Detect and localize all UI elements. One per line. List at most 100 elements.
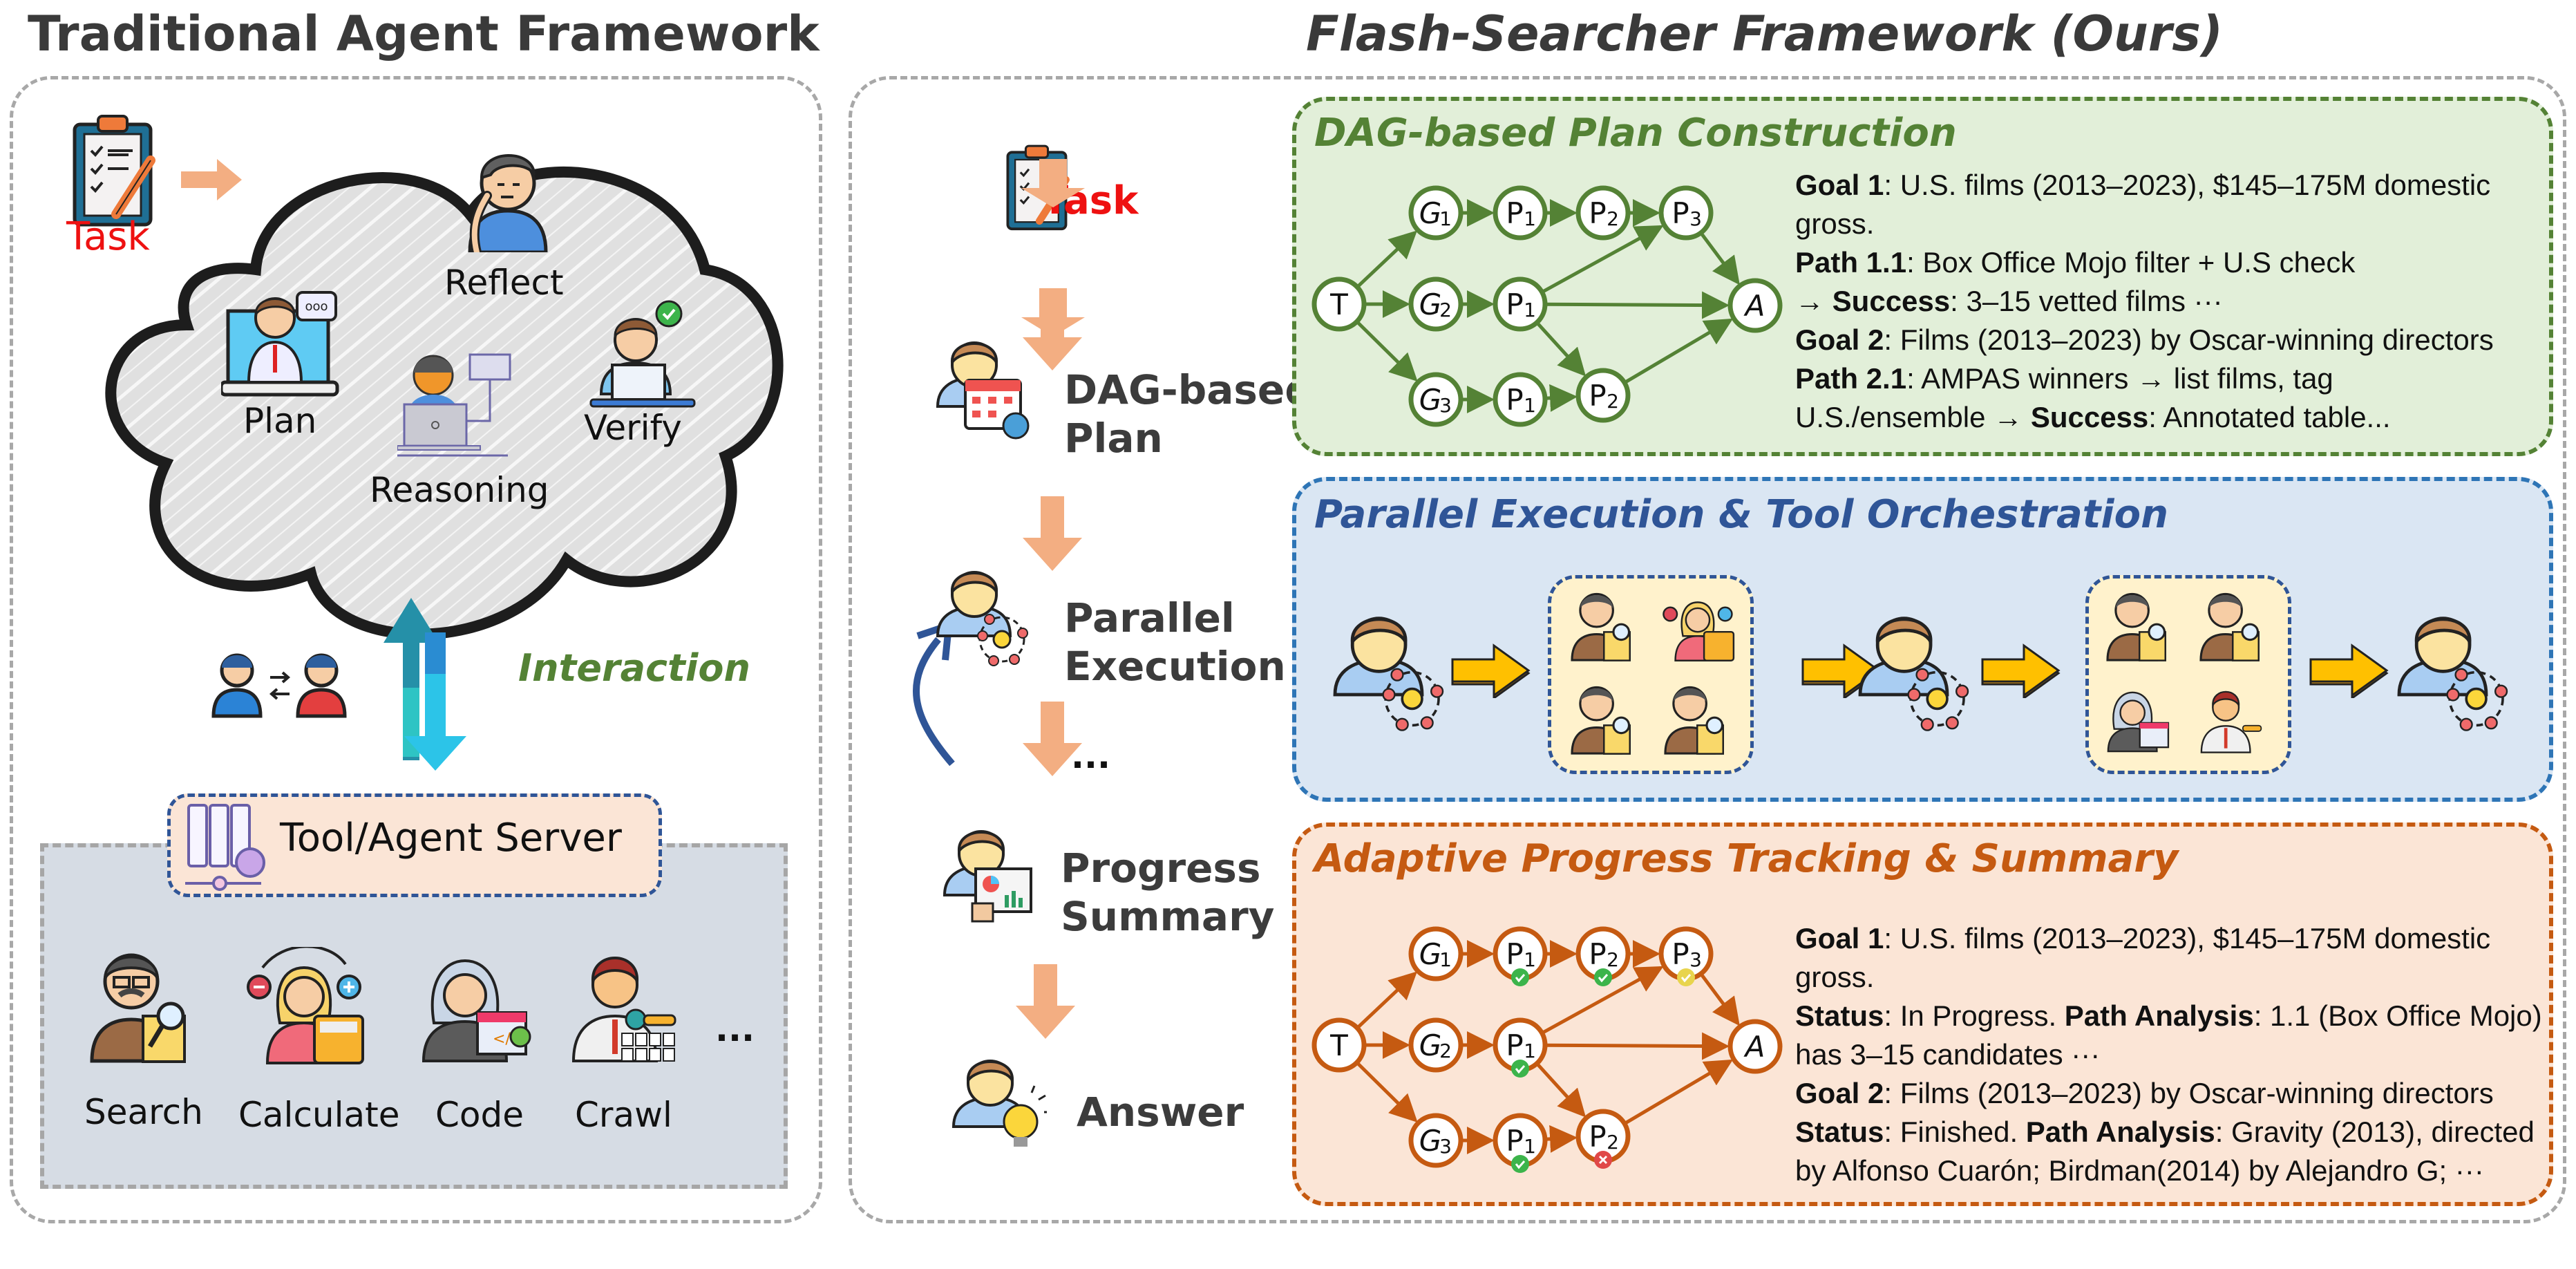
dag-node-T: T <box>1311 276 1367 332</box>
text-line: → Success: 3–15 vetted films ··· <box>1795 282 2535 321</box>
executor-agent-icon <box>1855 612 1973 739</box>
bold-term: Goal 2 <box>1795 323 1884 356</box>
yellow-arrow-icon <box>2308 643 2391 701</box>
dag-edge-G2P1-G1P3 <box>1541 225 1664 294</box>
tool-label-calculate: Calculate <box>238 1095 400 1135</box>
dag-node-label: A <box>1743 1030 1765 1064</box>
dag-node-subscript: 2 <box>1607 390 1619 413</box>
dag-plan-text: Goal 1: U.S. films (2013–2023), $145–175… <box>1795 166 2535 437</box>
dag-node-subscript: 1 <box>1524 1135 1536 1158</box>
text-run: : Films (2013–2023) by Oscar-winning dir… <box>1884 1077 2494 1109</box>
text-line: Path 2.1: AMPAS winners → list films, ta… <box>1795 359 2535 398</box>
text-run: by Alfonso Cuarón; Birdman(2014) by Alej… <box>1795 1154 2484 1187</box>
text-run: : Annotated table... <box>2148 401 2391 433</box>
text-run: : AMPAS winners → list films, tag <box>1906 362 2333 395</box>
clipboard-icon <box>69 111 159 228</box>
text-line: gross. <box>1795 205 2535 243</box>
dag-edge-T-G3 <box>1355 1061 1418 1123</box>
text-run: gross. <box>1795 207 1875 240</box>
search-agent-icon <box>2104 588 2173 666</box>
down-arrow-icon <box>1021 296 1083 375</box>
traditional-panel <box>10 76 822 1223</box>
dag-edge-G2P1-G3P2 <box>1535 1062 1587 1118</box>
text-run: : U.S. films (2013–2023), $145–175M dome… <box>1884 169 2491 201</box>
dag-node-subscript: 3 <box>1689 207 1702 230</box>
text-line: Goal 1: U.S. films (2013–2023), $145–175… <box>1795 166 2535 205</box>
dag-edge-G2P1-G3P2 <box>1535 321 1587 377</box>
dag-node-label: P <box>1506 196 1523 230</box>
server-label: Tool/Agent Server <box>280 816 622 861</box>
answer-agent-icon <box>950 1054 1051 1167</box>
yellow-arrow-icon <box>1450 643 1533 701</box>
pipeline-summary-line2: Summary <box>1061 892 1275 940</box>
dag-edge-G2P1-A <box>1544 291 1730 319</box>
calculate-agent-icon <box>1662 588 1738 666</box>
text-line: Goal 1: U.S. films (2013–2023), $145–175… <box>1795 919 2535 958</box>
dag-edge-G1P3-A <box>1699 972 1740 1026</box>
right-title: Flash-Searcher Framework (Ours) <box>1306 6 2223 62</box>
text-run: : 1.1 (Box Office Mojo) <box>2253 999 2542 1032</box>
dag-edge-T-G1 <box>1356 971 1418 1030</box>
dag-node-subscript: 1 <box>1524 948 1536 971</box>
bold-term: Status <box>1795 999 1884 1032</box>
dag-node-label: P <box>1506 1124 1523 1158</box>
code-agent-icon: </> <box>417 947 534 1067</box>
dag-node-A: A <box>1727 278 1783 333</box>
cloud-label-reflect: Reflect <box>444 263 564 303</box>
down-arrow-icon <box>1021 702 1083 780</box>
text-run: gross. <box>1795 961 1875 993</box>
dag-edge-G3P1-G3P2 <box>1544 1125 1578 1153</box>
status-check-icon <box>1594 968 1612 986</box>
dag-node-label: G <box>1419 196 1442 230</box>
text-run: : U.S. films (2013–2023), $145–175M dome… <box>1884 922 2491 955</box>
planner-agent-icon <box>934 337 1031 444</box>
dag-node-subscript: 1 <box>1524 299 1536 321</box>
crawl-agent-icon <box>567 943 684 1067</box>
server-wrench-icon <box>185 802 268 894</box>
dag-node-label: P <box>1506 383 1523 417</box>
text-run: has 3–15 candidates ··· <box>1795 1038 2101 1071</box>
text-run: : Box Office Mojo filter + U.S check <box>1906 246 2356 279</box>
dag-node-subscript: 2 <box>1607 207 1619 230</box>
bidirectional-arrow-icon <box>383 598 473 773</box>
bold-term: Status <box>1795 1116 1884 1148</box>
cloud-label-verify: Verify <box>584 408 682 448</box>
search-agent-icon <box>1569 681 1638 760</box>
pipeline-label-summary: Progress Summary <box>1061 845 1274 941</box>
text-run: : Gravity (2013), directed <box>2215 1116 2535 1148</box>
text-run: : 3–15 vetted films ··· <box>1950 285 2223 317</box>
pipeline-execution-line2: Execution <box>1064 642 1286 690</box>
crawl-agent-icon <box>2197 681 2266 760</box>
bold-term: Path 2.1 <box>1795 362 1907 395</box>
dag-node-label: G <box>1419 383 1442 417</box>
dag-node-subscript: 2 <box>1607 1131 1619 1154</box>
dag-edge-G3P2-A <box>1623 1059 1734 1125</box>
bold-term: Path 1.1 <box>1795 246 1907 279</box>
bold-term: Success <box>2030 401 2149 433</box>
tool-label-crawl: Crawl <box>575 1095 672 1135</box>
dag-node-subscript: 1 <box>1439 948 1452 971</box>
dag-node-subscript: 3 <box>1439 394 1452 417</box>
plan-person-icon: ooo <box>219 287 345 400</box>
status-check-icon <box>1511 1060 1529 1078</box>
text-line: has 3–15 candidates ··· <box>1795 1035 2535 1074</box>
bold-term: Goal 2 <box>1795 1077 1884 1109</box>
dag-node-subscript: 1 <box>1524 394 1536 417</box>
search-agent-icon <box>1569 588 1638 666</box>
summary-agent-icon <box>941 826 1038 932</box>
reflect-person-icon <box>463 142 553 257</box>
dag-node-subscript: 3 <box>1689 948 1702 971</box>
dag-node-T: T <box>1311 1017 1367 1073</box>
dag-node-subscript: 1 <box>1439 207 1452 230</box>
dag-edge-G3P1-G3P2 <box>1544 384 1578 412</box>
dag-node-label: P <box>1589 196 1606 230</box>
bold-term: Path Analysis <box>2025 1116 2215 1148</box>
down-arrow-icon <box>1021 159 1085 207</box>
